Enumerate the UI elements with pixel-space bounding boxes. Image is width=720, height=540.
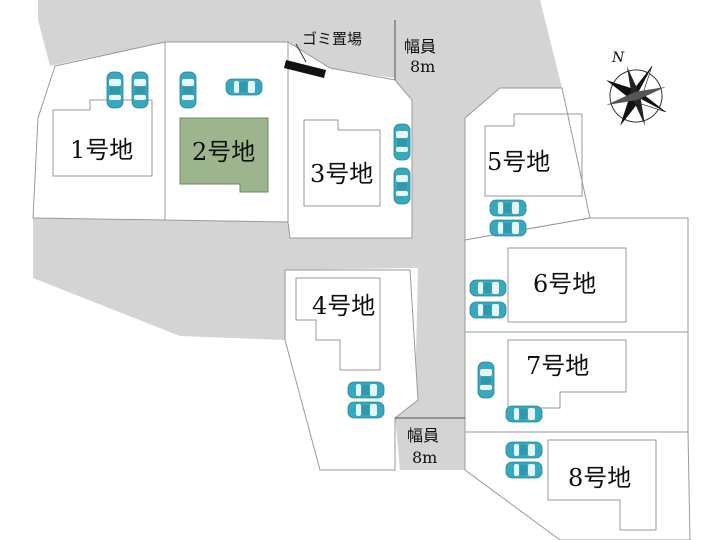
lot-8-building [547, 439, 657, 531]
car-icon [469, 279, 507, 297]
lot-3-parcel[interactable] [287, 41, 413, 239]
lot-7-parcel[interactable] [464, 331, 689, 433]
lot-7-label: 7号地 [526, 352, 589, 380]
garbage-leader-line [295, 43, 307, 63]
buildings [52, 99, 657, 531]
lot-6-building [507, 247, 627, 323]
lot-5-building [484, 113, 583, 197]
lot-4-label: 4号地 [312, 292, 375, 320]
lot-6-label: 6号地 [533, 270, 596, 298]
car-icon [505, 461, 543, 479]
lot-labels: 1号地 2号地 3号地 4号地 5号地 6号地 7号地 8号地 [70, 136, 631, 492]
car-icon [505, 405, 543, 423]
lot-8-label: 8号地 [568, 464, 631, 492]
garbage-label: ゴミ置場 [302, 30, 362, 48]
lots [32, 41, 691, 540]
road-bottom-label-1: 幅員 [407, 426, 439, 445]
road-top-strip [38, 0, 560, 240]
car-icon [347, 401, 385, 419]
lot-3-building [303, 119, 381, 207]
lot-1-building [52, 99, 153, 177]
garbage-block [284, 60, 326, 78]
lot-5-label: 5号地 [487, 148, 550, 176]
lot-4-building [295, 277, 381, 371]
lot-6-parcel[interactable] [464, 217, 689, 333]
compass-north-label: N [611, 50, 625, 66]
lot-2-label: 2号地 [192, 138, 255, 166]
car-icon [393, 123, 411, 161]
garbage-area: ゴミ置場 [284, 30, 362, 78]
lot-1-label: 1号地 [70, 136, 133, 164]
car-icon [505, 441, 543, 459]
lot-3-label: 3号地 [310, 160, 373, 188]
car-icon [469, 301, 507, 319]
road-top-label-2: 8m [410, 57, 435, 76]
car-icon [179, 71, 197, 109]
road-width-top: 幅員 8m [394, 20, 436, 80]
road-vertical [395, 238, 465, 470]
road-west [33, 220, 410, 340]
car-icon [347, 381, 385, 399]
road-top-label-1: 幅員 [404, 37, 436, 56]
car-icon [393, 167, 411, 205]
road-width-bottom: 幅員 8m [395, 417, 465, 467]
compass-rose-icon [605, 65, 667, 127]
lot-8-parcel[interactable] [464, 431, 691, 540]
car-icon [106, 71, 124, 109]
car-icon [489, 199, 527, 217]
car-icon [477, 361, 495, 399]
car-icon [225, 78, 263, 96]
lot-2-building [179, 117, 269, 193]
road-bottom-label-2: 8m [412, 448, 437, 467]
car-icon [131, 71, 149, 109]
car-icon [489, 219, 527, 237]
